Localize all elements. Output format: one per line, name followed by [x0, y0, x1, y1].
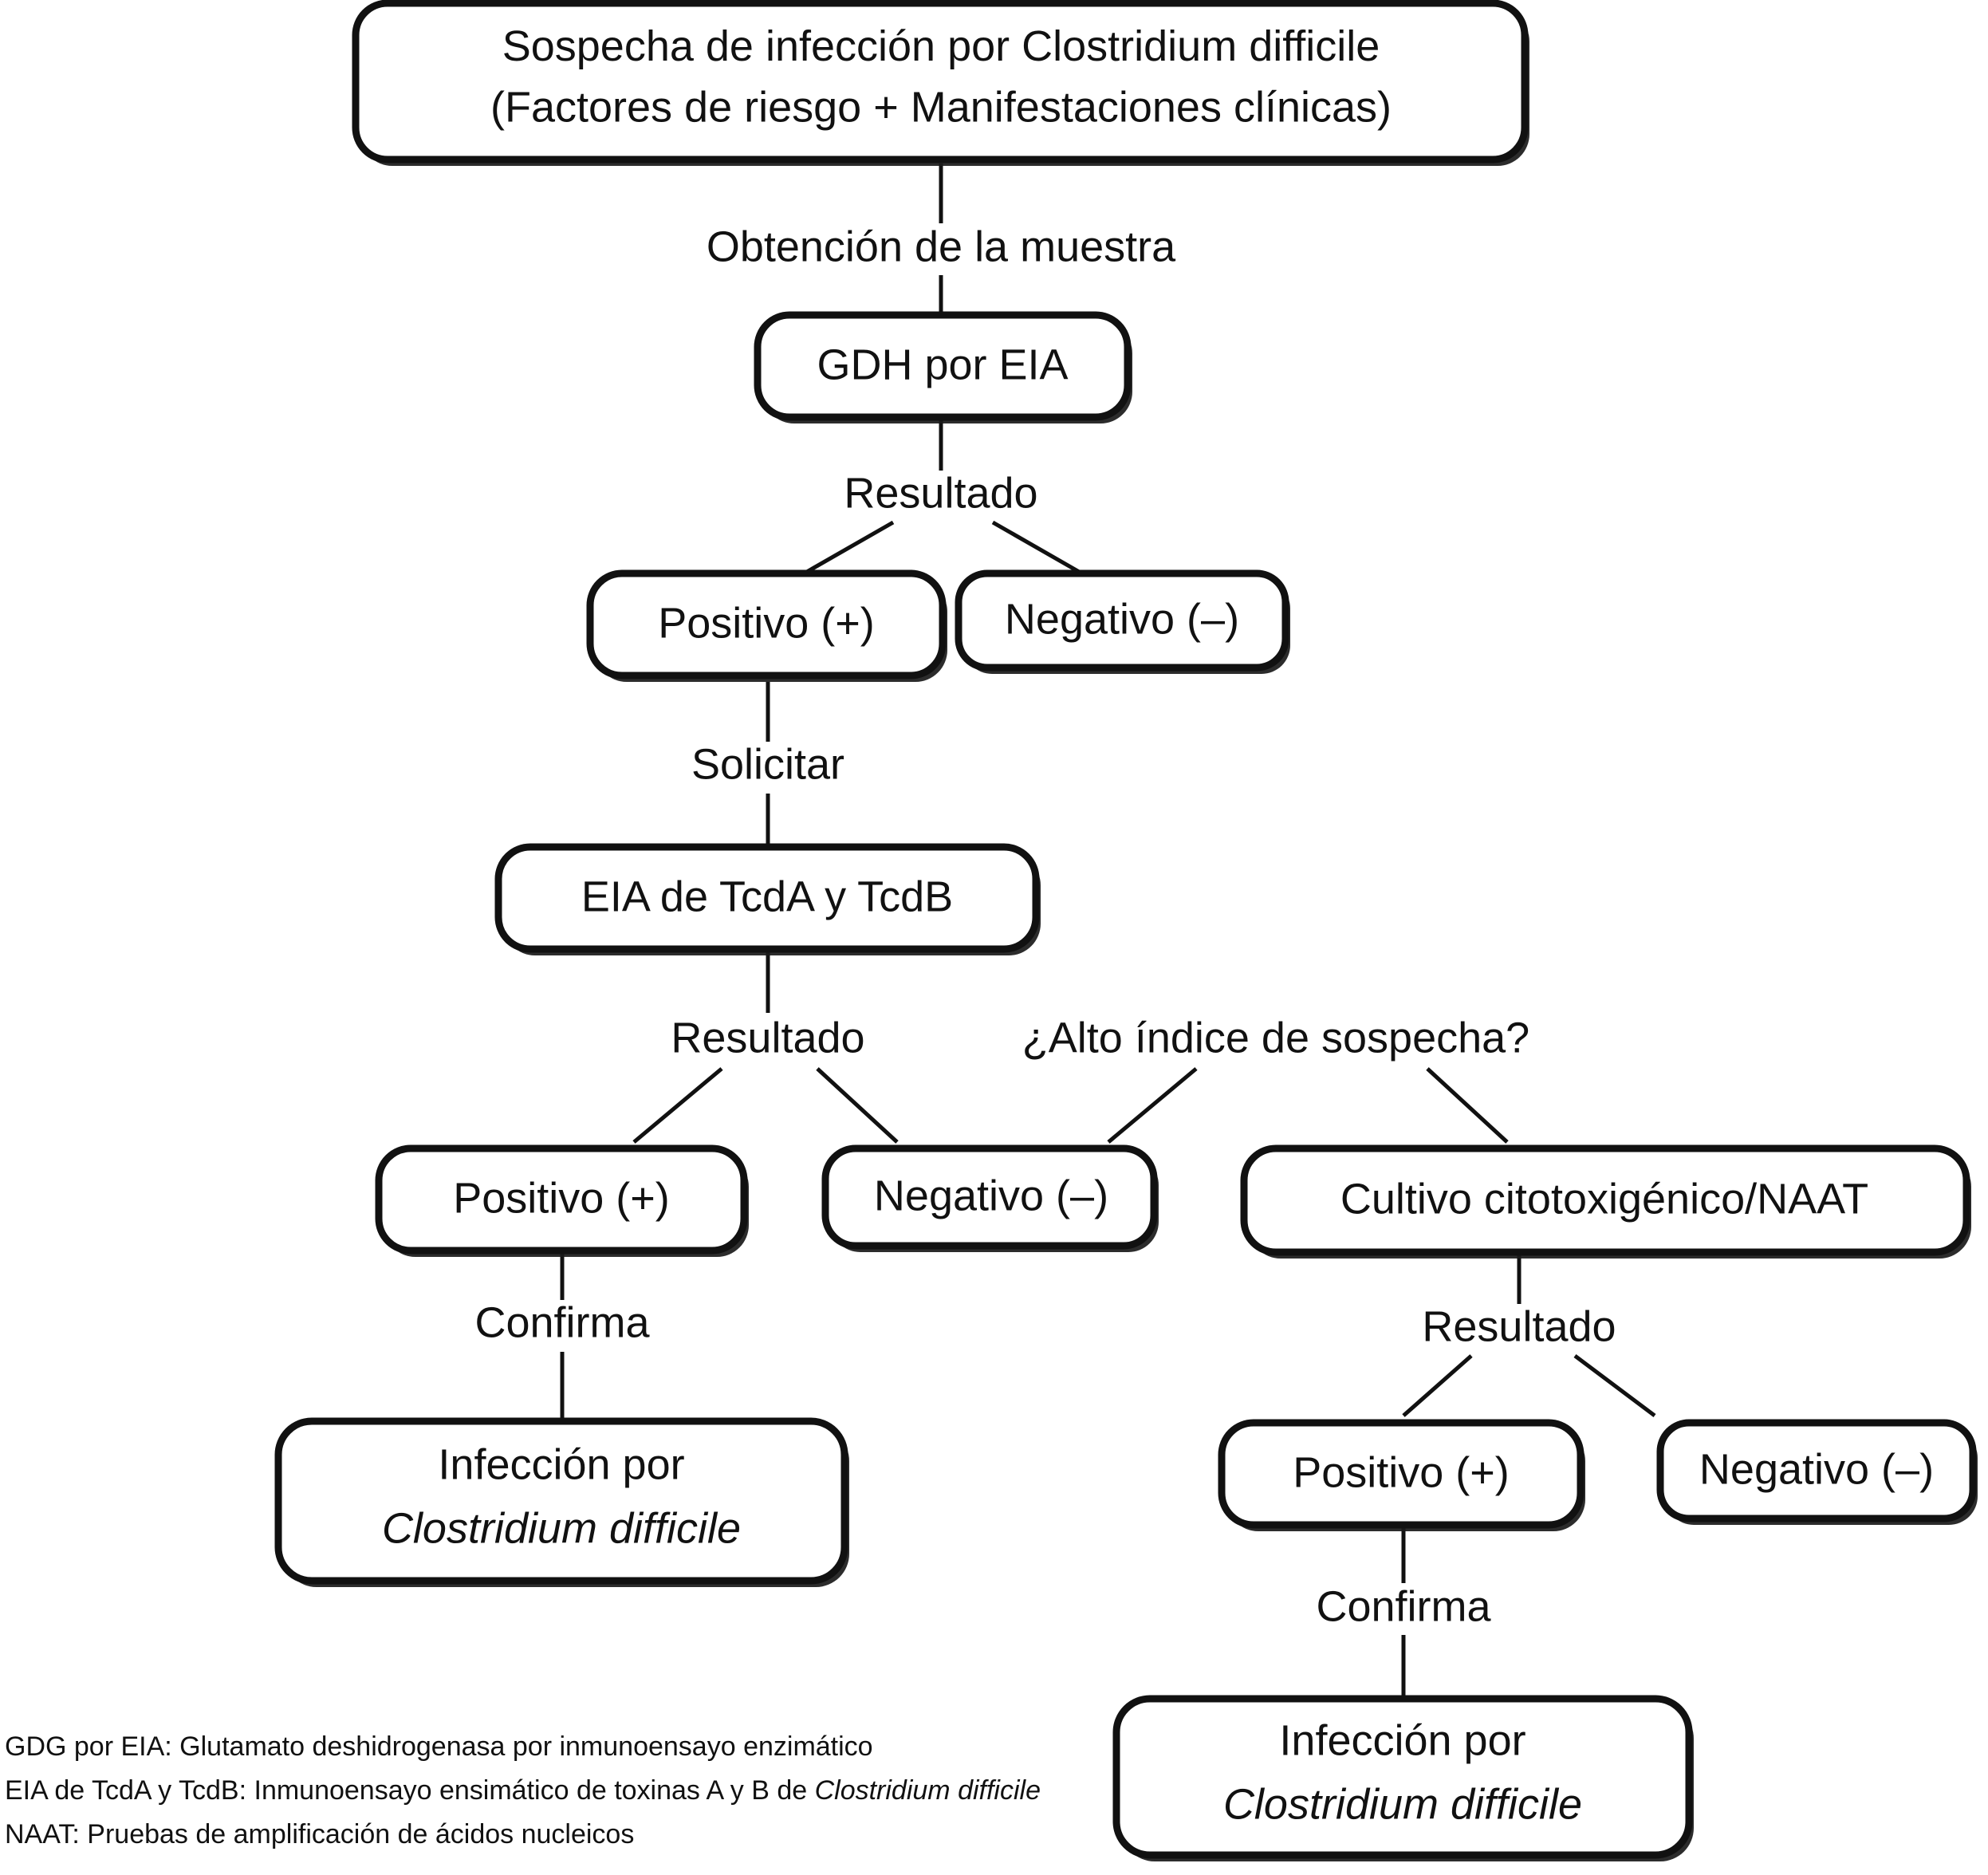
node-label: Negativo (–): [1005, 595, 1239, 643]
edge-label-confirms-left: Confirma: [474, 1298, 650, 1346]
node-infection-right[interactable]: Infección por Clostridium difficile: [1112, 1695, 1694, 1861]
title-italic: Clostridium difficile: [1022, 22, 1380, 70]
node-border: [1240, 1144, 1970, 1256]
edge-label-confirms-right: Confirma: [1316, 1582, 1491, 1630]
node-label-line2: Clostridium difficile: [1223, 1780, 1582, 1828]
legend-eia-italic: Clostridium difficile: [815, 1775, 1041, 1806]
edge-eiaresult-to-positive: [632, 1067, 723, 1144]
node-border: [1112, 1695, 1693, 1859]
edge-label-culture-result: Resultado: [1422, 1302, 1616, 1350]
node-border: [754, 311, 1132, 421]
edge-label-high-suspicion: ¿Alto índice de sospecha?: [1022, 1014, 1529, 1062]
node-eia-positive[interactable]: Positivo (+): [375, 1144, 749, 1257]
edge-labels-group: Obtención de la muestra Resultado Solici…: [474, 223, 1616, 1630]
edges-group: [560, 163, 1656, 1699]
legend-line-naat: NAAT: Pruebas de amplificación de ácidos…: [5, 1819, 634, 1849]
node-border: [586, 569, 947, 679]
node-gdh-test[interactable]: GDH por EIA: [754, 311, 1132, 423]
node-border: [955, 569, 1289, 672]
legend-group: GDG por EIA: Glutamato deshidrogenasa po…: [5, 1731, 1041, 1849]
node-culture-negative[interactable]: Negativo (–): [1656, 1419, 1978, 1525]
node-border: [494, 843, 1040, 953]
title-prefix: Sospecha de infección por: [502, 22, 1022, 70]
node-label-line1: Infección por: [438, 1440, 684, 1488]
edge-result-to-negative: [991, 520, 1082, 575]
edge-cultureresult-to-positive: [1402, 1354, 1473, 1417]
node-gdh-positive[interactable]: Positivo (+): [586, 569, 947, 682]
edge-label-gdh-result: Resultado: [844, 469, 1037, 517]
node-border: [274, 1417, 848, 1585]
node-border: [352, 0, 1529, 163]
node-label-line2: Clostridium difficile: [382, 1504, 741, 1552]
node-title-line1: Sospecha de infección por Clostridium di…: [502, 22, 1380, 70]
legend-eia-prefix: EIA de TcdA y TcdB: Inmunoensayo ensimát…: [5, 1775, 815, 1806]
node-border: [1218, 1419, 1584, 1529]
node-title-line2: (Factores de riesgo + Manifestaciones cl…: [490, 83, 1392, 131]
node-label: EIA de TcdA y TcdB: [581, 873, 953, 920]
node-border: [375, 1144, 748, 1255]
node-eia-test[interactable]: EIA de TcdA y TcdB: [494, 843, 1041, 955]
node-border: [821, 1144, 1158, 1250]
node-infection-left[interactable]: Infección por Clostridium difficile: [274, 1417, 849, 1587]
node-label: GDH por EIA: [817, 341, 1068, 388]
node-culture-positive[interactable]: Positivo (+): [1218, 1419, 1585, 1531]
node-label: Positivo (+): [453, 1174, 670, 1222]
edge-eiaresult-to-negative: [816, 1067, 899, 1144]
edge-cultureresult-to-negative: [1573, 1354, 1656, 1417]
edge-result-to-positive: [804, 520, 895, 575]
edge-suspicion-to-negative: [1107, 1067, 1198, 1144]
node-border: [1656, 1419, 1977, 1522]
node-label: Negativo (–): [1699, 1445, 1934, 1493]
node-label: Cultivo citotoxigénico/NAAT: [1340, 1175, 1868, 1223]
node-label: Positivo (+): [1293, 1448, 1510, 1496]
node-suspected-infection[interactable]: Sospecha de infección por Clostridium di…: [352, 0, 1529, 166]
edge-label-sample-collection: Obtención de la muestra: [707, 223, 1176, 270]
edge-label-eia-result: Resultado: [671, 1014, 864, 1062]
node-culture-naat[interactable]: Cultivo citotoxigénico/NAAT: [1240, 1144, 1971, 1259]
edge-suspicion-to-culture: [1426, 1067, 1509, 1144]
node-label-line1: Infección por: [1279, 1716, 1525, 1764]
node-gdh-negative[interactable]: Negativo (–): [955, 569, 1290, 674]
legend-line-eia: EIA de TcdA y TcdB: Inmunoensayo ensimát…: [5, 1775, 1041, 1806]
edge-label-request: Solicitar: [691, 740, 844, 788]
node-label: Negativo (–): [874, 1172, 1108, 1219]
node-eia-negative[interactable]: Negativo (–): [821, 1144, 1159, 1252]
legend-line-gdh: GDG por EIA: Glutamato deshidrogenasa po…: [5, 1731, 873, 1762]
node-label: Positivo (+): [658, 599, 875, 647]
